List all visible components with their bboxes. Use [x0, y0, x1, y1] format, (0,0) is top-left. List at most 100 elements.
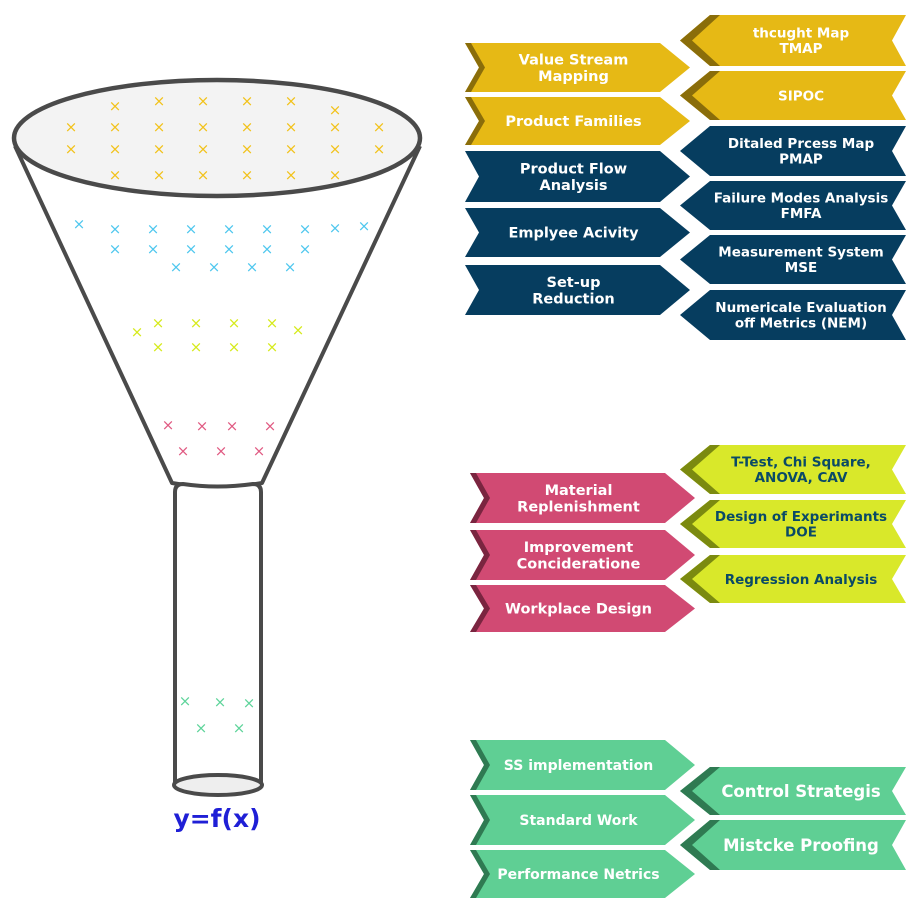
- arrow-label: PMAP: [779, 152, 823, 168]
- x-mark-icon: ×: [179, 692, 192, 710]
- arrow-label: Product Flow: [520, 161, 627, 177]
- x-mark-icon: ×: [215, 442, 228, 460]
- x-mark-icon: ×: [147, 220, 160, 238]
- tool-arrow-control-right-1: Mistcke Proofing: [680, 820, 906, 870]
- x-mark-icon: ×: [261, 240, 274, 258]
- x-mark-icon: ×: [358, 217, 371, 235]
- arrow-label: Failure Modes Analysis: [714, 191, 888, 207]
- x-mark-icon: ×: [329, 166, 342, 184]
- arrow-label: Performance Netrics: [497, 867, 659, 883]
- arrow-shade: [680, 500, 720, 548]
- input-x-marks: × × × × × × × × × × × × × × × × × × × × × × × × × × × × × × × × × × × × × × × ×…: [65, 92, 386, 737]
- arrow-shape: [465, 151, 690, 202]
- x-mark-icon: ×: [285, 92, 298, 110]
- x-mark-icon: ×: [196, 417, 209, 435]
- x-mark-icon: ×: [292, 321, 305, 339]
- arrow-label: T-Test, Chi Square,: [731, 455, 871, 471]
- x-mark-icon: ×: [329, 101, 342, 119]
- tool-arrow-define-measure-left-1: Product Families: [465, 97, 690, 145]
- x-mark-icon: ×: [241, 118, 254, 136]
- tool-arrow-analyze-right-2: Regression Analysis: [680, 555, 906, 603]
- x-mark-icon: ×: [152, 314, 165, 332]
- arrow-shade: [470, 530, 490, 580]
- x-mark-icon: ×: [241, 140, 254, 158]
- arrow-shade: [470, 473, 490, 523]
- x-mark-icon: ×: [223, 240, 236, 258]
- x-mark-icon: ×: [153, 140, 166, 158]
- arrow-label: SS implementation: [504, 758, 653, 774]
- arrow-shape: [470, 795, 695, 845]
- x-mark-icon: ×: [266, 314, 279, 332]
- x-mark-icon: ×: [243, 694, 256, 712]
- arrow-shade: [680, 71, 720, 120]
- arrow-shape: [680, 500, 906, 548]
- x-mark-icon: ×: [197, 166, 210, 184]
- tool-arrow-define-measure-right-1: SIPOC: [680, 71, 906, 120]
- x-mark-icon: ×: [177, 442, 190, 460]
- arrow-shape: [465, 43, 690, 92]
- x-mark-icon: ×: [153, 166, 166, 184]
- arrow-label: thcught Map: [753, 26, 850, 42]
- tool-arrow-define-measure-left-3: Emplyee Acivity: [465, 208, 690, 257]
- x-mark-icon: ×: [373, 140, 386, 158]
- arrow-shape: [465, 97, 690, 145]
- arrow-shape: [680, 71, 906, 120]
- arrow-label: Product Families: [505, 114, 641, 130]
- arrow-label: off Metrics (NEM): [735, 316, 867, 332]
- x-mark-icon: ×: [190, 314, 203, 332]
- arrow-label: Control Strategis: [721, 782, 881, 801]
- arrow-shape: [680, 181, 906, 230]
- arrow-label: Mistcke Proofing: [723, 836, 879, 855]
- arrow-label: ANOVA, CAV: [755, 470, 848, 486]
- funnel-tube: [173, 481, 263, 787]
- x-mark-icon: ×: [284, 258, 297, 276]
- arrow-label: Standard Work: [519, 813, 638, 829]
- arrow-label: Measurement System: [718, 245, 883, 261]
- x-mark-icon: ×: [197, 118, 210, 136]
- arrow-label: Reduction: [532, 292, 614, 308]
- x-mark-icon: ×: [147, 240, 160, 258]
- x-mark-icon: ×: [109, 166, 122, 184]
- arrow-label: Replenishment: [517, 500, 640, 516]
- arrow-shape: [470, 473, 695, 523]
- arrow-shade: [680, 445, 720, 494]
- x-mark-icon: ×: [185, 220, 198, 238]
- arrow-label: SIPOC: [778, 88, 824, 104]
- x-mark-icon: ×: [214, 693, 227, 711]
- x-mark-icon: ×: [226, 417, 239, 435]
- arrow-label: Workplace Design: [505, 602, 652, 618]
- arrow-label: Numericale Evaluation: [715, 300, 886, 316]
- x-mark-icon: ×: [285, 118, 298, 136]
- x-mark-icon: ×: [246, 258, 259, 276]
- arrow-shape: [680, 290, 906, 340]
- arrow-label: TMAP: [780, 41, 823, 57]
- x-mark-icon: ×: [170, 258, 183, 276]
- arrow-shape: [680, 15, 906, 66]
- funnel-tube-bottom: [172, 773, 264, 797]
- arrow-label: Set-up: [547, 275, 601, 291]
- arrow-shade: [470, 585, 490, 632]
- x-mark-icon: ×: [153, 92, 166, 110]
- arrow-shape: [680, 820, 906, 870]
- arrow-label: Improvement: [524, 540, 634, 556]
- arrow-shape: [680, 445, 906, 494]
- arrow-shade: [470, 850, 490, 898]
- arrow-shape: [470, 740, 695, 790]
- tool-arrow-control-left-0: SS implementation: [470, 740, 695, 790]
- x-mark-icon: ×: [109, 220, 122, 238]
- x-mark-icon: ×: [109, 240, 122, 258]
- x-mark-icon: ×: [65, 118, 78, 136]
- arrow-shade: [465, 97, 485, 145]
- x-mark-icon: ×: [109, 97, 122, 115]
- x-mark-icon: ×: [152, 338, 165, 356]
- x-mark-icon: ×: [162, 416, 175, 434]
- x-mark-icon: ×: [329, 140, 342, 158]
